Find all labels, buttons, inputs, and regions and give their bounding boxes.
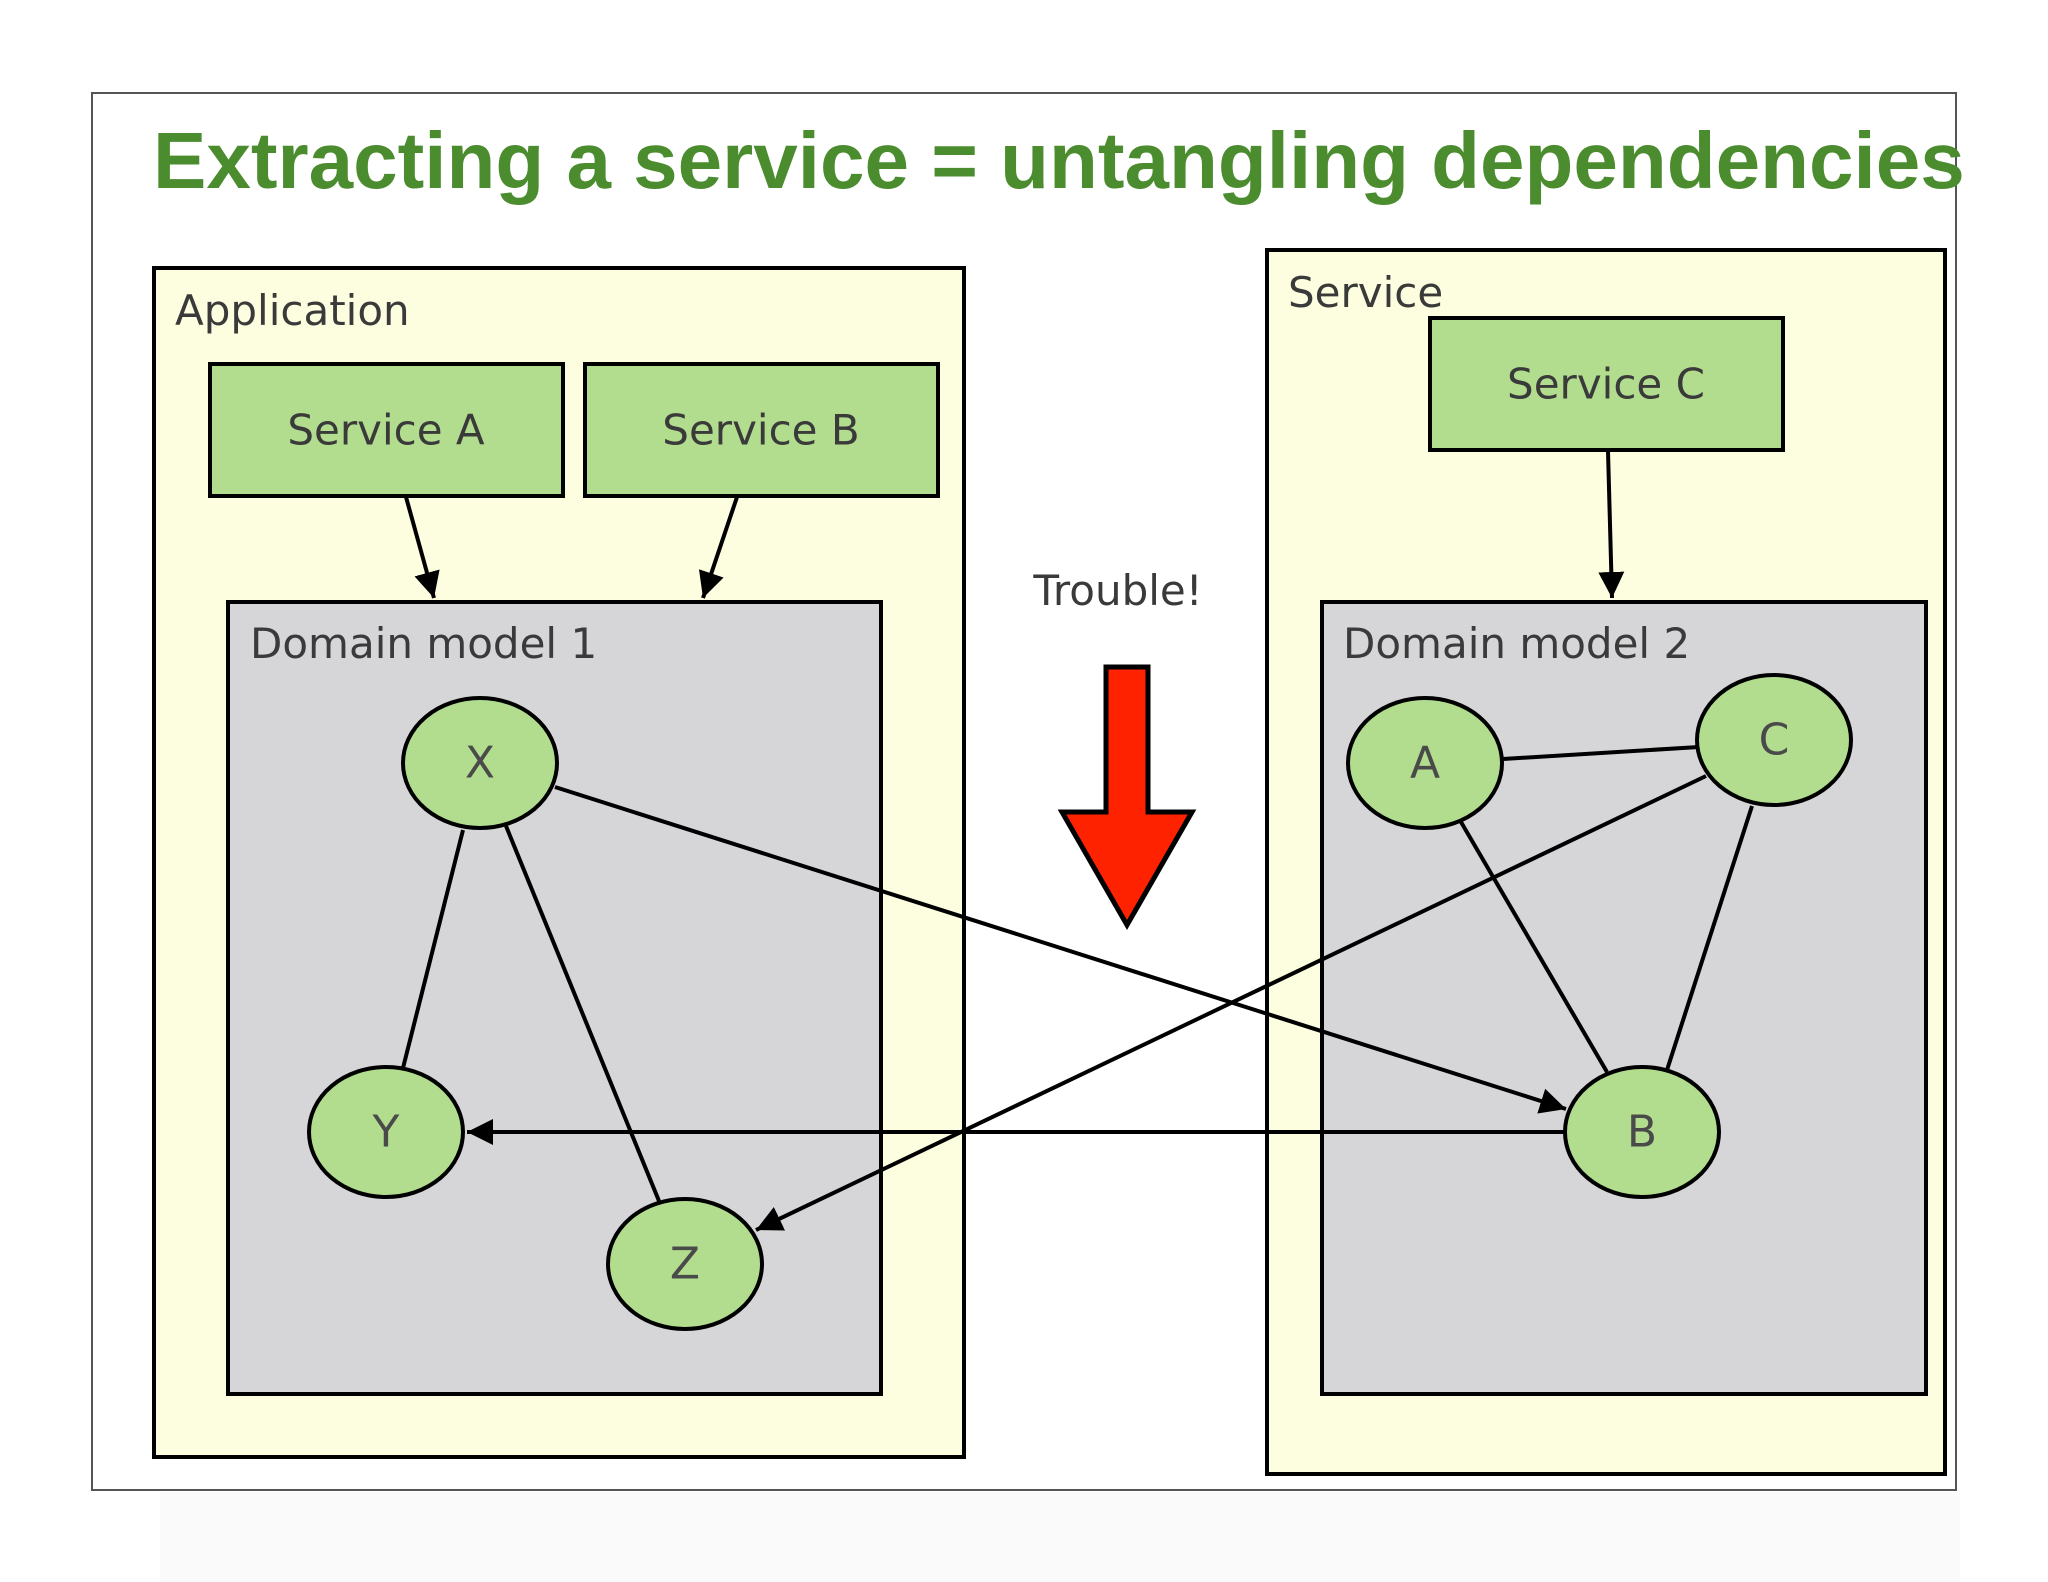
node-a-label: A [1410, 738, 1440, 789]
node-z-label: Z [670, 1239, 700, 1290]
node-c-label: C [1759, 715, 1790, 766]
node-x: X [401, 696, 559, 830]
service-a-to-domain-arrow [404, 496, 440, 599]
slide-title: Extracting a service = untangling depend… [153, 116, 1965, 205]
trouble-label: Trouble! [1032, 566, 1202, 615]
service-b-to-domain-arrow [698, 496, 739, 599]
edge-c-b [1665, 805, 1754, 1071]
service-c-label: Service C [1507, 360, 1705, 409]
node-a: A [1346, 696, 1504, 830]
node-b: B [1563, 1065, 1721, 1199]
service-a-box: Service A [208, 362, 565, 498]
service-b-box: Service B [583, 362, 940, 498]
domain-model-1-label: Domain model 1 [250, 619, 597, 668]
dependency-c-to-z-arrow [755, 774, 1707, 1232]
service-b-label: Service B [662, 406, 859, 455]
down-arrow-icon [1057, 664, 1197, 931]
node-b-label: B [1627, 1107, 1657, 1158]
node-y-label: Y [372, 1107, 400, 1158]
edge-a-c [1502, 745, 1700, 761]
service-container-label: Service [1288, 268, 1443, 317]
slide-footer-shadow [160, 1492, 1960, 1582]
node-c: C [1695, 673, 1853, 807]
edge-x-y [401, 829, 465, 1069]
edge-x-z [504, 825, 661, 1202]
node-y: Y [307, 1065, 465, 1199]
domain-model-1: Domain model 1 [226, 600, 883, 1396]
service-c-to-domain-arrow [1598, 450, 1625, 599]
domain-model-2-label: Domain model 2 [1343, 619, 1690, 668]
dependency-x-to-b-arrow [554, 785, 1567, 1114]
edge-a-b [1459, 820, 1609, 1074]
application-label: Application [175, 286, 410, 335]
node-x-label: X [465, 738, 495, 789]
node-z: Z [606, 1197, 764, 1331]
service-a-label: Service A [287, 406, 485, 455]
service-c-box: Service C [1428, 316, 1785, 452]
